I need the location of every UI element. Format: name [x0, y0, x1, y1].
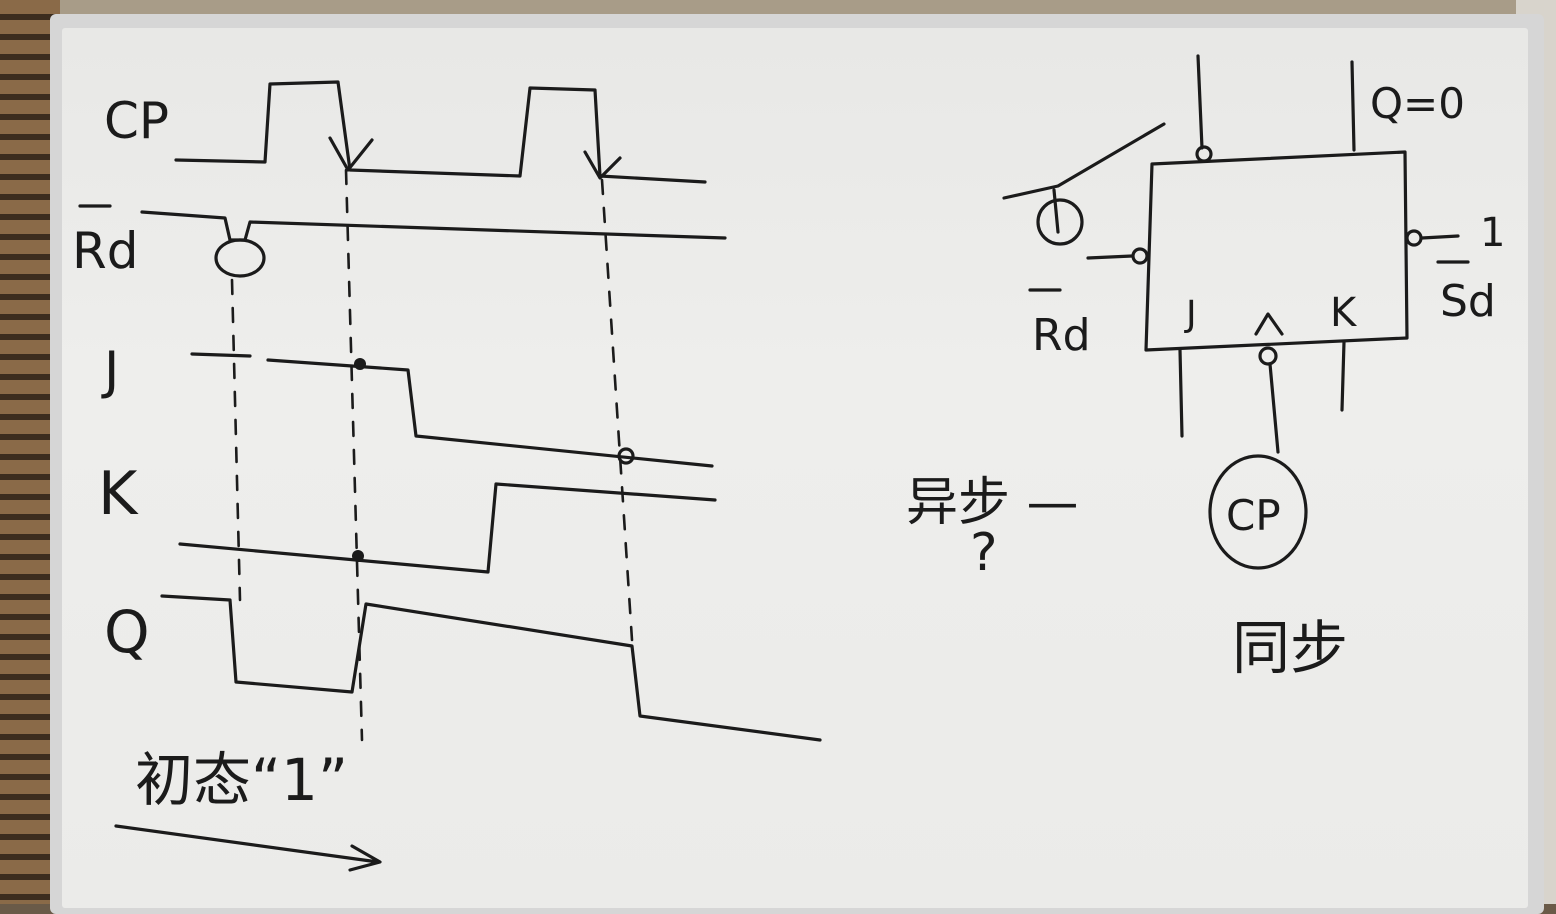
rd-input-wire [1086, 254, 1134, 260]
guide-line-rd [230, 278, 242, 602]
k-label: K [98, 459, 139, 529]
k-input-wire [1340, 340, 1346, 412]
q-label: Q [104, 598, 150, 666]
rd-switch-stem [1052, 188, 1060, 234]
sd-top-wire [1196, 54, 1204, 150]
cp-circle-label: CP [1226, 491, 1281, 540]
clock-bubble [1258, 346, 1278, 366]
top-input-bubble [1195, 145, 1213, 163]
j-waveform [190, 352, 714, 468]
time-arrow [114, 824, 382, 872]
rd-label: Rd [72, 222, 138, 280]
k-pin-label: K [1330, 290, 1358, 336]
cp-label: CP [104, 92, 169, 150]
rd-input-bubble [1131, 247, 1149, 265]
sd-input-bubble [1405, 229, 1423, 247]
clock-edge-mark [1254, 312, 1284, 336]
clock-input-wire [1268, 362, 1280, 454]
cp-circle [1208, 454, 1308, 570]
q-value-note: Q=0 [1370, 79, 1465, 128]
sd-input-wire [1420, 234, 1460, 240]
j-pin-label: J [1184, 294, 1197, 335]
k-sample-dot [352, 550, 364, 562]
cp-falling-arrow-2 [583, 150, 622, 180]
guide-line-edge-2 [600, 178, 634, 642]
guide-line-edge-1 [344, 168, 364, 742]
flip-flop-box [1144, 150, 1409, 352]
q-output-wire [1350, 60, 1356, 152]
cp-waveform [174, 80, 707, 184]
k-sample-dot-2 [617, 447, 635, 465]
rd-waveform [140, 210, 727, 242]
rd-switch-circle [1036, 198, 1084, 246]
sd-pin-label: Sd [1440, 276, 1496, 327]
rd-pin-label: Rd [1032, 310, 1091, 361]
initial-state-note: 初态“1” [135, 746, 348, 814]
q-waveform [160, 594, 822, 742]
sync-note: 同步 [1232, 614, 1348, 682]
k-waveform [178, 482, 717, 574]
rd-pulse-circle [214, 238, 266, 278]
j-label: J [101, 341, 119, 401]
sd-value-note: 1 [1480, 210, 1505, 256]
rd-switch-line [1002, 122, 1166, 200]
j-input-wire [1178, 348, 1184, 438]
whiteboard [62, 28, 1528, 908]
cp-falling-arrow-1 [328, 136, 374, 172]
async-question-mark: ? [970, 523, 998, 583]
j-sample-dot [354, 358, 366, 370]
async-note: 异步 — [906, 473, 1079, 533]
